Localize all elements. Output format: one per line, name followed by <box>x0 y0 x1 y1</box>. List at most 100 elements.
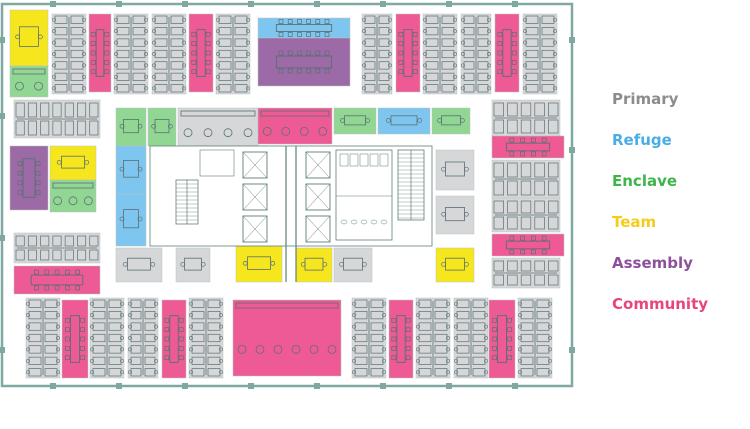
enclave-zone <box>333 107 377 135</box>
primary-zone <box>215 13 251 95</box>
legend-team: Team <box>612 213 657 231</box>
exterior-wall <box>0 1 575 389</box>
primary-zone <box>491 197 561 233</box>
structural-column <box>248 383 254 389</box>
primary-zone <box>51 13 87 95</box>
primary-zone <box>422 13 458 95</box>
refuge-zone <box>257 17 351 39</box>
community-zone <box>494 13 520 93</box>
structural-column <box>314 383 320 389</box>
elevator <box>242 215 268 243</box>
primary-zone <box>13 99 101 139</box>
enclave-zone <box>9 65 49 98</box>
primary-zone <box>113 13 149 95</box>
primary-zone <box>333 247 373 283</box>
primary-zone <box>415 297 451 379</box>
primary-zone <box>435 195 475 235</box>
primary-zone <box>25 297 61 379</box>
structural-column <box>182 383 188 389</box>
elevator <box>305 183 331 211</box>
primary-zone <box>351 297 387 379</box>
restroom <box>199 149 393 241</box>
primary-zone <box>151 13 187 95</box>
legend-assembly: Assembly <box>612 254 693 272</box>
team-zone <box>9 9 49 67</box>
elevator <box>305 151 331 179</box>
community-zone <box>61 299 89 379</box>
primary-zone <box>175 247 211 283</box>
assembly-zone <box>9 145 49 211</box>
structural-column <box>569 37 575 43</box>
stair <box>175 179 199 225</box>
primary-zone <box>491 99 561 137</box>
enclave-zone <box>431 107 471 135</box>
primary-zone <box>460 13 492 95</box>
primary-zone <box>13 232 101 264</box>
structural-column <box>314 1 320 7</box>
team-zone <box>235 245 283 283</box>
legend-primary: Primary <box>612 90 679 108</box>
primary-zone <box>517 297 553 379</box>
legend-refuge: Refuge <box>612 131 672 149</box>
structural-column <box>182 1 188 7</box>
primary-zone <box>435 149 475 191</box>
legend-community: Community <box>612 295 709 313</box>
primary-zone <box>522 13 558 95</box>
elevator <box>305 215 331 243</box>
structural-column <box>569 347 575 353</box>
community-zone <box>232 299 342 377</box>
enclave-zone <box>115 107 147 147</box>
stair <box>397 149 425 221</box>
structural-column <box>116 383 122 389</box>
team-zone <box>435 247 475 283</box>
primary-zone <box>491 257 561 289</box>
enclave-zone <box>49 179 97 213</box>
core-layer <box>149 145 433 282</box>
team-zone <box>295 247 333 283</box>
outer-wall <box>0 1 575 389</box>
refuge-zone <box>115 145 147 195</box>
structural-column <box>380 1 386 7</box>
primary-zone <box>491 159 561 199</box>
community-zone <box>13 265 101 295</box>
structural-column <box>512 1 518 7</box>
elevator <box>242 183 268 211</box>
community-zone <box>88 13 112 93</box>
elevator <box>242 151 268 179</box>
community-zone <box>188 13 214 93</box>
office-floor-plan <box>0 1 575 389</box>
community-zone <box>257 107 333 145</box>
assembly-zone <box>257 37 351 87</box>
team-zone <box>49 145 97 181</box>
refuge-zone <box>115 193 147 247</box>
primary-zone <box>453 297 489 379</box>
refuge-zone <box>377 107 431 135</box>
structural-column <box>0 347 5 353</box>
zones-layer <box>9 9 565 379</box>
community-zone <box>161 299 187 379</box>
structural-column <box>380 383 386 389</box>
primary-zone <box>127 297 159 379</box>
building-core <box>149 145 433 282</box>
primary-zone <box>177 107 259 147</box>
structural-column <box>248 1 254 7</box>
structural-column <box>0 113 5 119</box>
enclave-zone <box>147 107 177 147</box>
community-zone <box>395 13 421 93</box>
primary-zone <box>188 297 224 379</box>
structural-column <box>116 1 122 7</box>
structural-column <box>446 383 452 389</box>
community-zone <box>388 299 414 379</box>
structural-column <box>0 235 5 241</box>
structural-column <box>50 383 56 389</box>
structural-column <box>50 1 56 7</box>
legend-enclave: Enclave <box>612 172 678 190</box>
structural-column <box>512 383 518 389</box>
primary-zone <box>361 13 393 95</box>
structural-column <box>446 1 452 7</box>
structural-column <box>569 147 575 153</box>
zone-legend: Primary Refuge Enclave Team Assembly Com… <box>612 86 742 332</box>
community-zone <box>491 135 565 159</box>
primary-zone <box>89 297 125 379</box>
primary-zone <box>115 247 163 283</box>
